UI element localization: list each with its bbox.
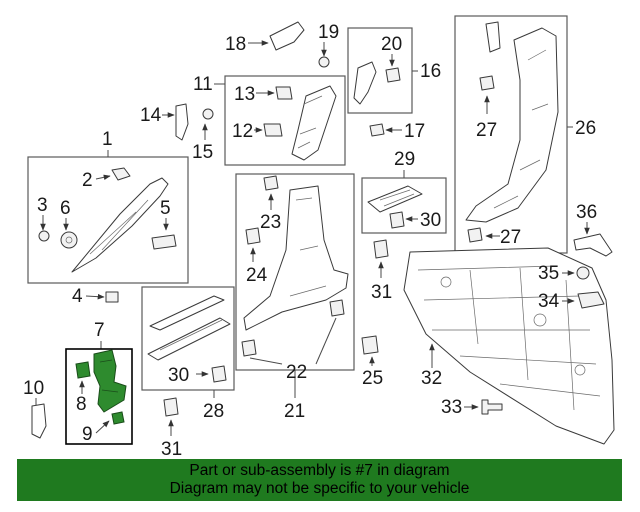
callout-36[interactable]: 36 — [576, 202, 597, 223]
part-29-sill-plate[interactable] — [367, 185, 423, 213]
callout-35[interactable]: 35 — [538, 263, 559, 284]
part-27-clip-lower[interactable] — [467, 227, 483, 243]
callout-20[interactable]: 20 — [381, 34, 402, 55]
part-13-clip[interactable] — [275, 86, 293, 100]
part-26-pillar-trim[interactable] — [465, 27, 559, 223]
callout-26[interactable]: 26 — [575, 118, 596, 139]
banner-line-2: Diagram may not be specific to your vehi… — [169, 480, 470, 497]
part-26-upper-clip[interactable] — [485, 21, 501, 53]
part-14-bracket[interactable] — [175, 103, 189, 141]
part-27-clip-upper[interactable] — [479, 75, 495, 91]
part-22-pillar-trim[interactable] — [243, 185, 349, 331]
callout-7[interactable]: 7 — [94, 320, 105, 341]
callout-5[interactable]: 5 — [160, 198, 171, 219]
part-33-pin[interactable] — [481, 399, 503, 415]
callout-30-upper[interactable]: 30 — [420, 210, 441, 231]
callout-4[interactable]: 4 — [72, 286, 83, 307]
callout-29[interactable]: 29 — [394, 149, 415, 170]
part-30-clip-upper[interactable] — [389, 211, 405, 229]
callout-15[interactable]: 15 — [192, 142, 213, 163]
part-17-screw[interactable] — [369, 123, 385, 137]
part-2-clip[interactable] — [111, 167, 131, 181]
callout-24[interactable]: 24 — [246, 265, 268, 286]
callout-31-lower[interactable]: 31 — [161, 439, 182, 460]
part-20-clip[interactable] — [385, 67, 401, 83]
callout-21[interactable]: 21 — [284, 401, 305, 422]
callout-1[interactable]: 1 — [102, 129, 113, 150]
part-12-clip[interactable] — [263, 123, 283, 137]
callout-12[interactable]: 12 — [232, 121, 253, 142]
callout-18[interactable]: 18 — [225, 34, 246, 55]
callout-27-upper[interactable]: 27 — [476, 120, 497, 141]
callout-11[interactable]: 11 — [193, 74, 213, 95]
callout-8[interactable]: 8 — [76, 394, 87, 415]
part-19-screw[interactable] — [318, 56, 330, 68]
part-9-retainer[interactable] — [111, 411, 125, 425]
part-35-nut[interactable] — [576, 266, 590, 280]
callout-17[interactable]: 17 — [404, 121, 425, 142]
callout-22[interactable]: 22 — [286, 362, 307, 383]
part-31-clip-upper[interactable] — [373, 239, 389, 259]
part-32-back-panel[interactable] — [403, 247, 615, 445]
callout-10[interactable]: 10 — [23, 378, 44, 399]
callout-30-lower[interactable]: 30 — [168, 365, 189, 386]
callout-2[interactable]: 2 — [82, 170, 93, 191]
callout-9[interactable]: 9 — [82, 424, 93, 445]
part-22-clip-left[interactable] — [241, 339, 257, 357]
part-4-screw[interactable] — [105, 291, 119, 303]
callout-34[interactable]: 34 — [538, 291, 560, 312]
part-28-scuff-plate-lower[interactable] — [147, 317, 231, 361]
part-18-bracket[interactable] — [269, 21, 305, 51]
part-1-pillar-trim[interactable] — [71, 177, 169, 273]
part-15-screw[interactable] — [202, 108, 214, 120]
callout-14[interactable]: 14 — [140, 105, 162, 126]
part-34-cover[interactable] — [577, 291, 605, 309]
callout-16[interactable]: 16 — [420, 61, 441, 82]
callout-3[interactable]: 3 — [37, 195, 48, 216]
callout-25[interactable]: 25 — [362, 368, 383, 389]
callout-33[interactable]: 33 — [441, 397, 462, 418]
callout-6[interactable]: 6 — [60, 198, 71, 219]
callout-13[interactable]: 13 — [234, 84, 255, 105]
info-banner: Part or sub-assembly is #7 in diagram Di… — [17, 459, 622, 501]
part-16-bracket[interactable] — [353, 61, 377, 105]
part-28-scuff-plate-upper[interactable] — [149, 295, 225, 331]
callout-32[interactable]: 32 — [421, 368, 442, 389]
group-box-11 — [224, 75, 346, 166]
group-box-28 — [141, 286, 235, 391]
part-8-clip[interactable] — [75, 361, 91, 379]
callout-31-upper[interactable]: 31 — [371, 282, 392, 303]
part-31-clip-lower[interactable] — [163, 397, 179, 417]
part-7-highlighted-trim[interactable] — [93, 349, 127, 413]
part-10-bracket[interactable] — [31, 403, 47, 439]
part-30-clip-lower[interactable] — [211, 365, 227, 383]
callout-23[interactable]: 23 — [260, 212, 281, 233]
part-11-trim-panel[interactable] — [291, 85, 337, 161]
callout-27-lower[interactable]: 27 — [500, 227, 521, 248]
banner-line-1: Part or sub-assembly is #7 in diagram — [189, 462, 450, 479]
part-25-clip[interactable] — [361, 335, 379, 355]
part-6-grommet[interactable] — [60, 231, 78, 249]
part-22-clip-right[interactable] — [329, 299, 345, 317]
part-36-trim-piece[interactable] — [573, 233, 613, 257]
callout-19[interactable]: 19 — [318, 22, 339, 43]
part-23-clip[interactable] — [263, 175, 279, 191]
part-3-fastener[interactable] — [38, 230, 50, 242]
callout-28[interactable]: 28 — [203, 401, 224, 422]
part-24-clip[interactable] — [245, 227, 261, 245]
group-box-7 — [65, 348, 133, 445]
part-5-cover[interactable] — [151, 234, 177, 250]
group-box-1 — [27, 156, 189, 284]
